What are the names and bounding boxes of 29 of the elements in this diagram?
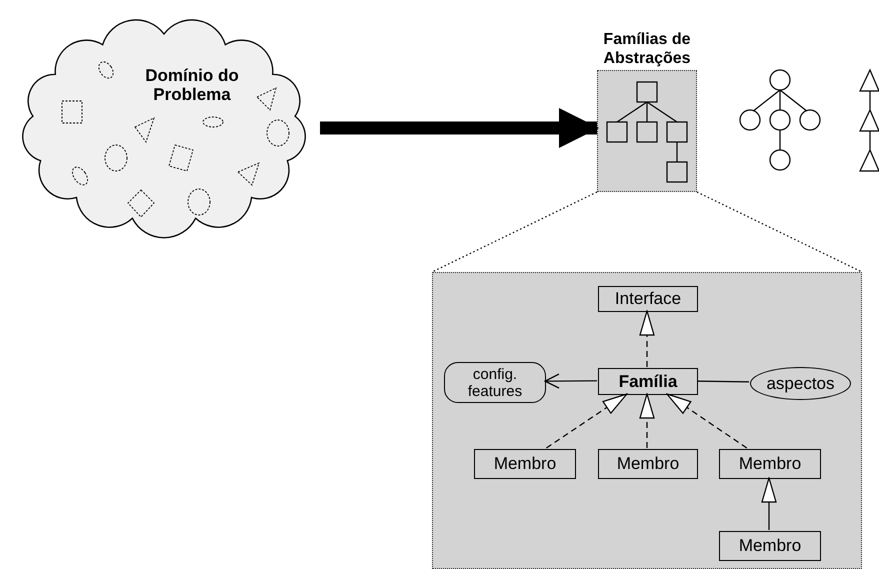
family-box xyxy=(597,70,697,192)
class-box xyxy=(598,368,698,395)
node-label: aspectos xyxy=(766,374,835,392)
node-label: Membro xyxy=(738,537,802,555)
class-box xyxy=(719,531,821,561)
node-label: Membro xyxy=(738,455,802,473)
zoom-projection-line xyxy=(432,191,598,273)
class-box xyxy=(719,449,821,479)
config-box xyxy=(444,362,546,403)
node-label: config. features xyxy=(466,366,524,400)
zoom-projection-line xyxy=(696,191,862,273)
node-label: Membro xyxy=(494,455,556,473)
arrow xyxy=(639,310,655,367)
family-detail-panel xyxy=(432,272,862,569)
arrow xyxy=(320,108,599,148)
class-box xyxy=(598,286,698,312)
cloud-title: Domínio do Problema xyxy=(144,66,240,104)
heading: Famílias de Abstrações xyxy=(602,30,692,68)
node-label: Interface xyxy=(614,290,682,308)
class-box xyxy=(474,449,576,479)
arrow xyxy=(639,393,655,448)
connector-line xyxy=(697,380,749,382)
node-label: Membro xyxy=(616,455,680,473)
arrow xyxy=(761,477,777,530)
arrow xyxy=(666,393,748,448)
node-label: Família xyxy=(618,372,678,390)
arrow xyxy=(546,393,628,448)
arrow xyxy=(544,373,597,389)
class-box xyxy=(598,449,698,479)
